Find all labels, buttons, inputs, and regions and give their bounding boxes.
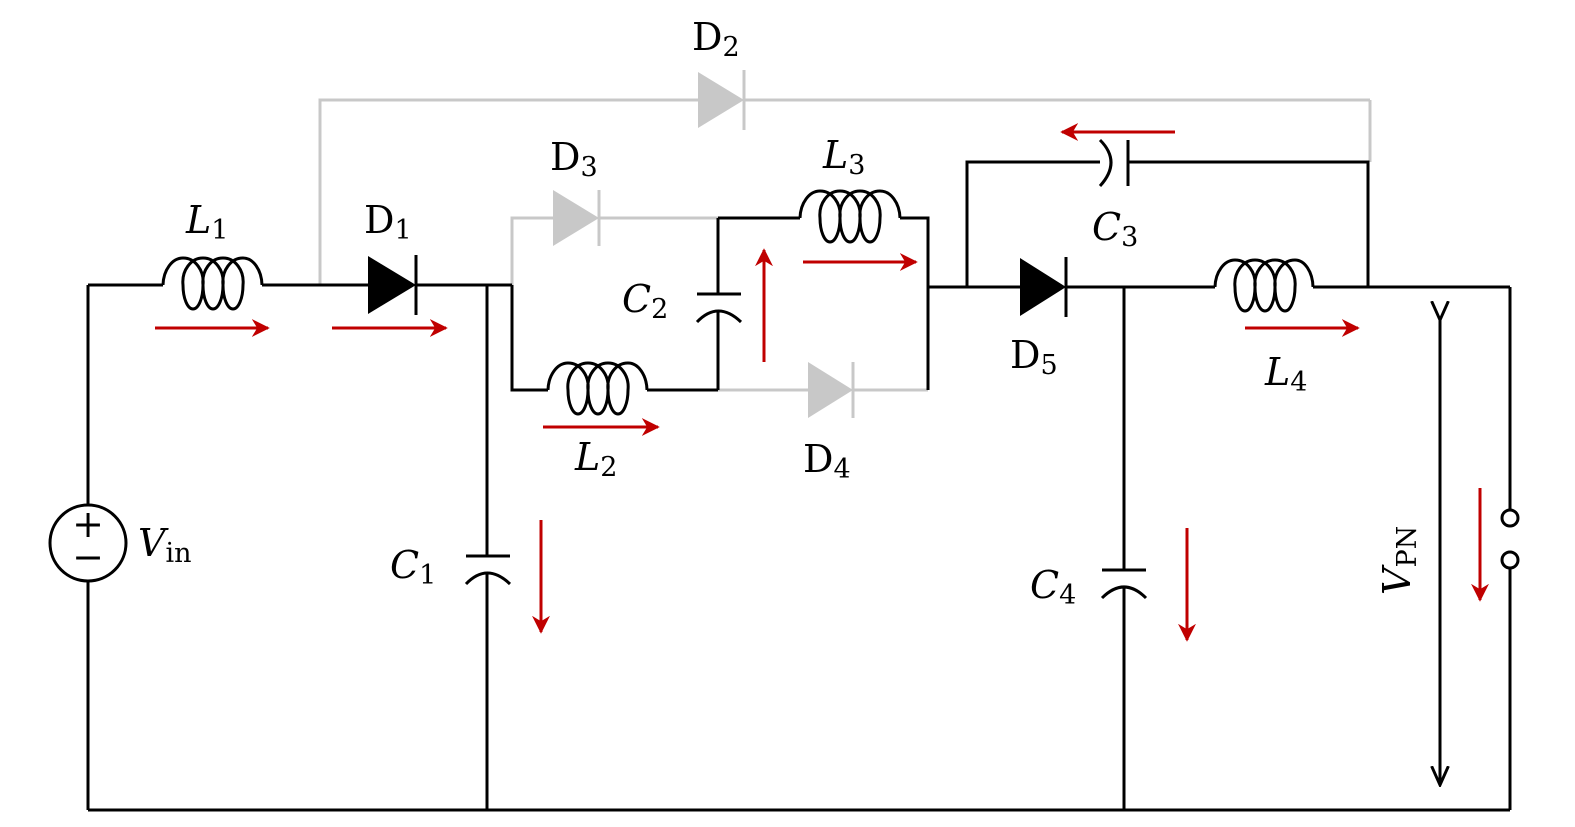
diode-d1 xyxy=(368,255,418,315)
label-d5: D5 xyxy=(1010,333,1058,381)
label-l4: L4 xyxy=(1264,350,1307,398)
label-d1: D1 xyxy=(364,198,412,246)
capacitor-c4 xyxy=(1100,568,1148,600)
voltage-source-vin: + − xyxy=(48,502,128,583)
inductor-l1 xyxy=(161,256,264,311)
inductor-l4 xyxy=(1213,258,1315,313)
active-wires xyxy=(86,160,1512,812)
label-l2: L2 xyxy=(574,435,617,483)
diode-d4 xyxy=(808,362,855,418)
label-l3: L3 xyxy=(822,133,865,181)
source-minus: − xyxy=(72,535,104,579)
wire-c3-left xyxy=(965,160,1100,287)
label-d2: D2 xyxy=(692,15,740,63)
wire-l2-left xyxy=(510,285,548,392)
wire-d3-branch xyxy=(510,216,553,285)
capacitor-c3 xyxy=(1098,138,1130,188)
output-terminal-n xyxy=(1500,550,1520,570)
output-terminal-p xyxy=(1500,508,1520,528)
inactive-paths xyxy=(318,98,1372,392)
label-c1: C1 xyxy=(390,543,436,591)
wire-c3-right xyxy=(1128,160,1370,287)
diode-d2 xyxy=(698,70,746,130)
output-terminals xyxy=(1500,508,1520,570)
inductor-l3 xyxy=(798,189,902,244)
capacitor-c2 xyxy=(695,292,743,324)
label-vpn: VPN xyxy=(1375,526,1423,595)
label-c4: C4 xyxy=(1030,563,1076,611)
diode-d3 xyxy=(553,190,601,246)
label-d3: D3 xyxy=(550,135,598,183)
label-c3: C3 xyxy=(1092,205,1138,253)
capacitor-c1 xyxy=(464,554,512,586)
diode-d5 xyxy=(1020,257,1068,317)
inductor-l2 xyxy=(546,361,649,416)
label-l1: L1 xyxy=(185,198,228,246)
wire-l3-right xyxy=(900,216,930,390)
wire-d2-branch xyxy=(318,98,698,285)
label-c2: C2 xyxy=(622,277,668,325)
label-vin: Vin xyxy=(138,521,191,569)
current-arrows xyxy=(155,123,1489,642)
source-plus: + xyxy=(72,502,104,546)
label-d4: D4 xyxy=(803,437,851,485)
